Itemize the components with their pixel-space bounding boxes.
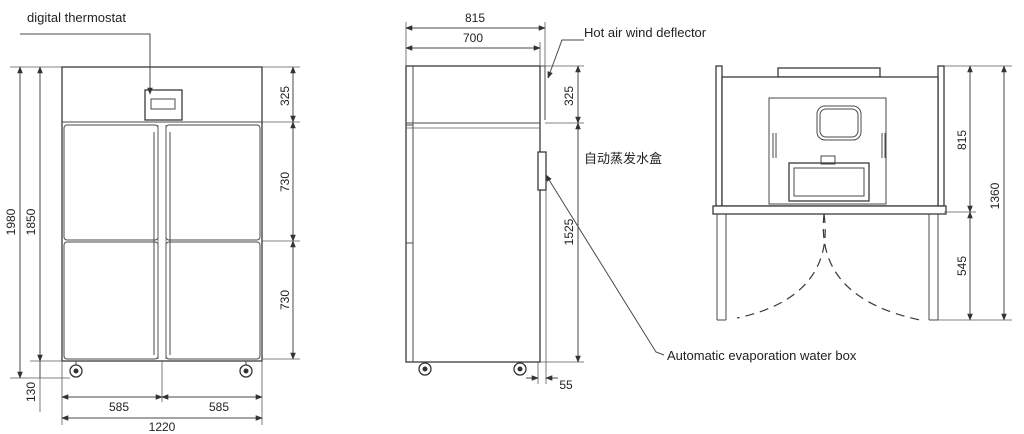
label-digital-thermostat: digital thermostat (27, 10, 126, 25)
dim-front-width: 1220 (149, 420, 176, 434)
compressor (788, 162, 870, 202)
label-water-box-zh: 自动蒸发水盒 (584, 151, 662, 166)
door-swing-arc-right (822, 213, 921, 321)
front-doors (63, 124, 261, 360)
dim-side-depth-total: 815 (465, 11, 485, 25)
dim-front-upper-door: 730 (278, 172, 292, 192)
dim-side-body: 1525 (562, 218, 576, 245)
dim-front-body-height: 1850 (24, 208, 38, 235)
dim-side-top: 325 (562, 86, 576, 106)
dim-front-top: 325 (278, 86, 292, 106)
dim-right-upper: 815 (955, 130, 969, 150)
dim-front-total-height: 1980 (4, 208, 18, 235)
front-wheels (69, 361, 253, 378)
dim-side-depth: 700 (463, 31, 483, 45)
dim-front-lower-door: 730 (278, 290, 292, 310)
label-water-box-en: Automatic evaporation water box (667, 348, 857, 363)
door-swing-arc-left (736, 213, 826, 319)
dim-front-half-right: 585 (209, 400, 229, 414)
label-hot-air-deflector: Hot air wind deflector (584, 25, 707, 40)
dim-front-feet: 130 (24, 382, 38, 402)
dim-right-legs: 545 (955, 256, 969, 276)
dim-front-half-left: 585 (109, 400, 129, 414)
evaporation-water-box (537, 151, 547, 191)
side-view: 815 700 325 1525 55 Hot air wind deflect… (405, 11, 857, 392)
side-cabinet (405, 65, 541, 363)
side-wheels (418, 362, 527, 376)
front-view: digital thermostat 1980 1850 130 325 730… (4, 10, 300, 434)
dim-side-box: 55 (559, 378, 573, 392)
rear-view: 815 545 1360 (712, 65, 1012, 321)
dim-right-total: 1360 (988, 182, 1002, 209)
